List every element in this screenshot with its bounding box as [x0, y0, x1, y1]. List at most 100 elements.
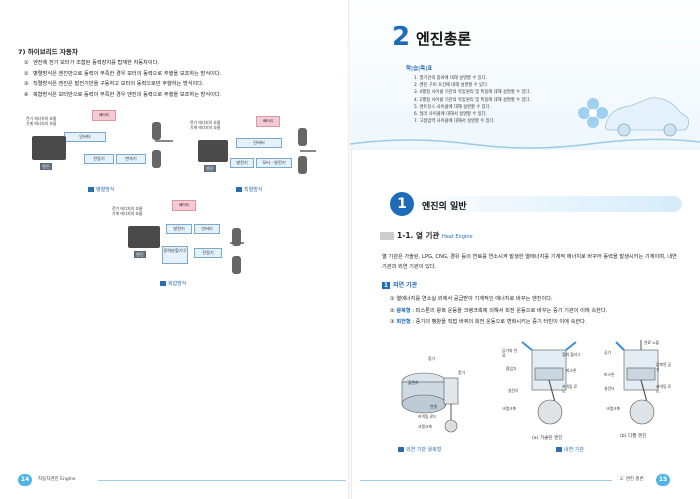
- engine-image: [32, 136, 66, 160]
- list-item: 5. 엔트진스 사이클에 대해 설명할 수 있다.: [414, 104, 491, 110]
- fig-label: 점화 플러그: [562, 352, 581, 357]
- diesel-engine-diagram: [615, 340, 659, 425]
- fig-label: 피스톤: [604, 372, 615, 377]
- fig-label: 흡입기: [506, 366, 517, 371]
- engine-image: [198, 140, 228, 162]
- page-number: 14: [18, 474, 32, 486]
- gutter: [348, 0, 352, 499]
- paragraph: 열 기관은 가솔린, LPG, CNG, 경유 등의 연료를 연소시켜 발생한 …: [382, 254, 677, 270]
- footer-text: 2. 엔진 총론: [620, 477, 644, 482]
- page-number: 15: [656, 474, 670, 486]
- fig-label: 실린더: [604, 386, 615, 391]
- fig-label: 크랭크축: [502, 406, 516, 411]
- list-item: 3. 4행정 사이클 기관의 작동원리 및 특징에 대해 설명할 수 있다.: [414, 90, 531, 96]
- fig-caption: 내연 기관: [556, 446, 584, 453]
- section-title: 7) 하이브리드 자동차: [18, 48, 78, 56]
- wheel: [152, 122, 161, 140]
- power-split-box: 동력분할기구: [162, 246, 188, 264]
- inverter-box: 인버터: [64, 132, 106, 142]
- goals-list: 1. 열기관의 종류에 대해 설명할 수 있다. 2. 엔진 구비 조건에 대해…: [414, 75, 531, 125]
- fig-label: 연료 노즐: [644, 340, 660, 345]
- generator-box: 발전기: [230, 158, 254, 168]
- fig-label: 압축된 공기: [656, 362, 672, 372]
- list-item: 2. 엔진 구비 조건에 대해 설명할 수 있다.: [414, 83, 489, 89]
- list-item: 1. 열기관의 종류에 대해 설명할 수 있다.: [414, 76, 487, 81]
- fig-label: 크랭크축: [418, 424, 432, 429]
- motor-box: 전동기: [194, 248, 222, 258]
- steam-engine-diagram: [401, 372, 459, 433]
- list-item: 6. 딜러 사이클에 대해서 설명할 수 있다.: [414, 112, 487, 118]
- chapter-title: 엔진총론: [416, 30, 472, 48]
- inverter-box: 인버터: [236, 138, 282, 148]
- fig-label: 연결: [430, 404, 437, 409]
- parallel-caption: 병렬방식: [88, 186, 114, 193]
- list-item: ③ 회전형 : 증기의 팽창을 직접 바퀴의 회전 운동으로 변화시키는 증기 …: [390, 319, 587, 325]
- wheel: [152, 150, 161, 168]
- subsection-title: 1-1. 열 기관 Heat Engine: [380, 230, 473, 241]
- right-page: 2 엔진총론 학|습|목|표 1. 열기관의 종류에 대해 설명할 수 있다. …: [350, 0, 700, 499]
- wheel: [232, 256, 241, 274]
- list-item: 4. 2행정 사이클 기관의 작동원리 및 특징에 대해 설명할 수 있다.: [414, 97, 531, 103]
- axle: [155, 140, 173, 142]
- footer-line: [98, 480, 346, 481]
- series-caption: 직렬방식: [236, 186, 262, 193]
- fig-label: 피스톤: [566, 368, 577, 373]
- wheel: [298, 156, 307, 174]
- inverter-box: 인버터: [194, 224, 220, 234]
- motor-box: 전동기: [84, 154, 114, 164]
- gasoline-engine-diagram: [521, 341, 577, 425]
- car-illustration-icon: [605, 97, 689, 137]
- chapter-number: 2: [392, 22, 411, 52]
- marker-icon: [380, 232, 394, 240]
- transmission-box: 변속기: [116, 154, 146, 164]
- section-band: [390, 196, 682, 212]
- fig-label: 증기: [428, 356, 435, 361]
- list-item: ② 왕복형 : 피스톤의 왕복 운동을 크랭크축에 의해서 회전 운동으로 바꾸…: [390, 307, 608, 314]
- fig-label: 커넥팅 로드: [418, 414, 437, 419]
- motor-generator-box: 모터 - 발전기: [256, 158, 292, 168]
- footer-line: [360, 480, 612, 481]
- section-title: 엔진의 일반: [422, 202, 467, 212]
- engine-label: 엔진: [40, 163, 52, 170]
- fig-label: 커넥팅 로드: [656, 384, 672, 394]
- engine-label: 엔진: [204, 165, 216, 172]
- fig-label: 공기와 연료: [502, 348, 518, 358]
- complex-caption: 복합방식: [160, 280, 186, 287]
- footer-text: 자동차엔진 Engine: [38, 477, 76, 482]
- fig-label: 공기: [604, 350, 611, 355]
- flow-legend: 전기 에너지의 흐름 기계 에너지의 흐름: [190, 120, 221, 130]
- axle: [300, 150, 316, 152]
- fig-label: 커넥팅 로드: [562, 384, 578, 394]
- engine-label: 엔진: [134, 251, 146, 258]
- flower-icon: [578, 98, 608, 128]
- fig-subcaption: (a) 가솔린 엔진: [532, 436, 563, 441]
- footer: 2. 엔진 총론 15: [350, 474, 686, 486]
- external-engine-list: ① 열에너지를 연소실 외에서 공급받아 기계적인 에너지로 바꾸는 엔진이다.…: [390, 294, 690, 329]
- list-item: ① 열에너지를 연소실 외에서 공급받아 기계적인 에너지로 바꾸는 엔진이다.: [390, 296, 553, 302]
- wave-decoration: [350, 138, 700, 149]
- wheel: [298, 128, 307, 146]
- wheel: [232, 228, 241, 246]
- footer: 14 자동차엔진 Engine: [18, 474, 348, 486]
- fig-label: 크랭크축: [606, 406, 620, 411]
- fig-subcaption: (b) 디젤 엔진: [620, 434, 647, 439]
- fig-label: 실린더: [508, 388, 519, 393]
- generator-box: 발전기: [166, 224, 192, 234]
- fig-caption: 외연 기관 왕복형: [398, 446, 441, 453]
- engine-image: [128, 226, 160, 248]
- battery-box: 배터리: [92, 110, 116, 121]
- fig-label: 증기: [458, 370, 465, 375]
- fig-label: 플랜지: [408, 380, 419, 385]
- battery-box: 배터리: [256, 116, 280, 127]
- flow-legend: 전기 에너지의 흐름 기계 에너지의 흐름: [112, 206, 143, 216]
- goals-header: 학|습|목|표: [406, 66, 433, 72]
- section-number: 1: [390, 192, 414, 216]
- battery-box: 배터리: [172, 200, 196, 211]
- flow-legend: 전기 에너지의 흐름 기계 에너지의 흐름: [26, 116, 57, 126]
